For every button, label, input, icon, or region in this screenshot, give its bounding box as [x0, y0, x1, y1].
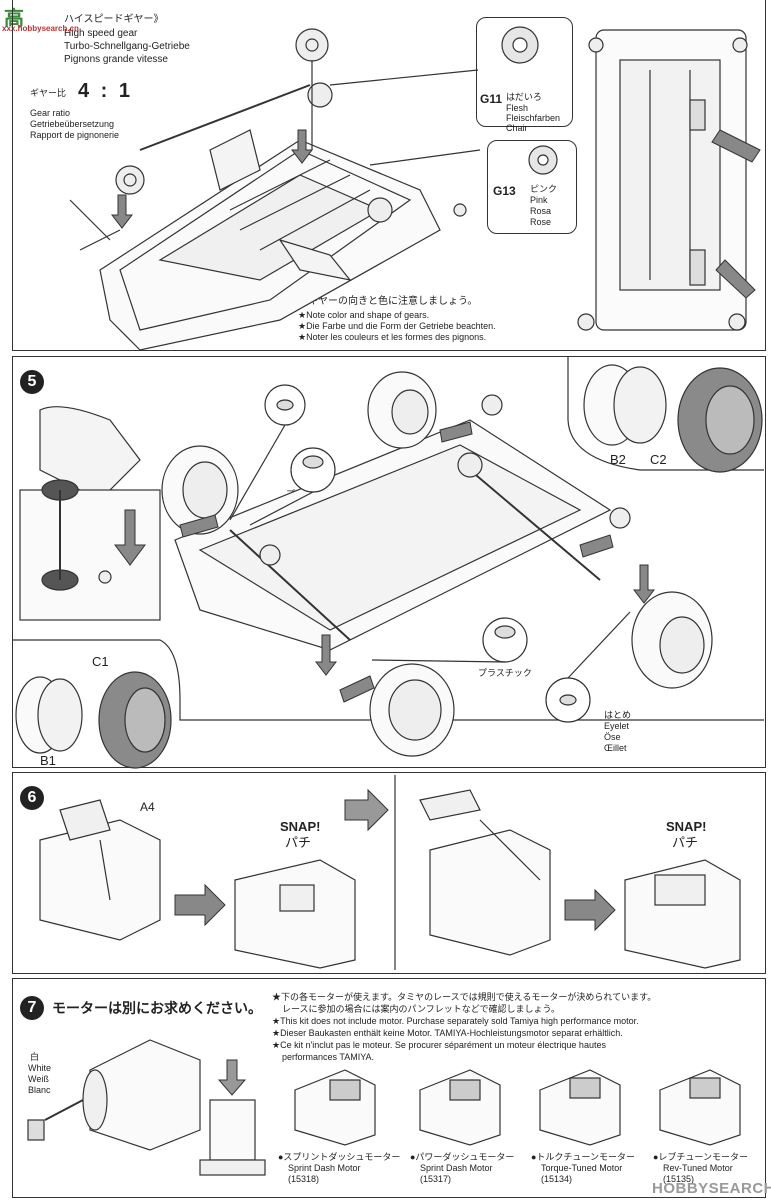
g13-de: Rosa [530, 206, 552, 216]
label-b2: B2 [610, 452, 626, 467]
step4-note-de: ★Die Farbe und die Form der Getriebe bea… [298, 321, 496, 331]
pachi-label-2: パチ [672, 835, 699, 850]
g11-jp: はだいろ [506, 92, 542, 102]
g13-jp: ピンク [530, 184, 558, 194]
motor-1-en: Sprint Dash Motor [420, 1163, 493, 1173]
step6-frame [12, 772, 766, 974]
label-eyelet-en: Eyelet [604, 721, 630, 731]
step7-title: モーターは別にお求めください。 [52, 1000, 262, 1016]
step4-heading-de: Turbo-Schnellgang-Getriebe [64, 41, 190, 52]
pachi-label-1: パチ [285, 835, 312, 850]
snap-label-2: SNAP! [666, 819, 707, 834]
step7-note-5: performances TAMIYA. [282, 1052, 375, 1062]
motor-2-code: (15134) [541, 1174, 573, 1184]
pinion-jp: 白 [30, 1052, 40, 1062]
watermark-site: xxx.hobbysearch.cn [2, 24, 79, 33]
gear-ratio-value: 4 : 1 [78, 80, 134, 102]
step4-frame [12, 0, 766, 351]
g13-fr: Rose [530, 217, 552, 227]
motor-3-en: Rev-Tuned Motor [663, 1163, 733, 1173]
motor-2-jp: ●トルクチューンモーター [531, 1152, 635, 1162]
pinion-fr: Blanc [28, 1085, 51, 1095]
step5-frame [12, 356, 766, 768]
step4-heading-jp: ハイスピードギヤー》 [64, 14, 164, 25]
g11-code: G11 [480, 92, 503, 106]
watermark-logo: 高 [4, 8, 24, 30]
gear-ratio-fr: Rapport de pignonerie [30, 130, 120, 140]
label-c1: C1 [92, 654, 109, 669]
gear-ratio-jp: ギヤー比 [30, 88, 67, 98]
step4-note-en: ★Note color and shape of gears. [298, 310, 430, 320]
step6-number: 6 [20, 786, 44, 810]
gear-ratio-en: Gear ratio [30, 108, 71, 118]
step4-note-fr: ★Noter les couleurs et les formes des pi… [298, 332, 487, 342]
step7-frame [12, 978, 766, 1198]
snap-label-1: SNAP! [280, 819, 321, 834]
label-eyelet-fr: Œillet [604, 743, 627, 753]
g11-en: Flesh [506, 103, 529, 113]
step7-number: 7 [20, 996, 44, 1020]
label-b1: B1 [40, 753, 56, 768]
pinion-en: White [28, 1063, 52, 1073]
step7-note-0: ★下の各モーターが使えます。タミヤのレースでは規則で使えるモーターが決められてい… [272, 992, 657, 1002]
motor-0-jp: ●スプリントダッシュモーター [278, 1152, 401, 1162]
label-plastic-bottom: プラスチック [478, 668, 532, 678]
g11-de: Fleischfarben [506, 113, 561, 123]
hobbysearch-watermark: HOBBYSEARCH [652, 1180, 771, 1197]
motor-0-en: Sprint Dash Motor [288, 1163, 361, 1173]
motor-1-code: (15317) [420, 1174, 452, 1184]
g11-fr: Chair [506, 123, 528, 133]
label-c2: C2 [650, 452, 667, 467]
motor-3-jp: ●レブチューンモーター [653, 1152, 748, 1162]
gear-ratio-de: Getriebeübersetzung [30, 119, 115, 129]
step4-heading-fr: Pignons grande vitesse [64, 54, 168, 65]
motor-1-jp: ●パワーダッシュモーター [410, 1152, 515, 1162]
step7-note-2: ★This kit does not include motor. Purcha… [272, 1016, 639, 1026]
label-a4: A4 [140, 800, 155, 814]
step4-heading-en: High speed gear [64, 28, 138, 39]
label-eyelet-jp: はとめ [604, 710, 632, 720]
step5-number: 5 [20, 370, 44, 394]
g13-code: G13 [493, 184, 516, 198]
g13-en: Pink [530, 195, 548, 205]
motor-0-code: (15318) [288, 1174, 320, 1184]
step4-note-jp: ★ギヤーの向きと色に注意しましょう。 [298, 296, 478, 307]
label-eyelet-de: Öse [604, 732, 621, 742]
step7-note-1: レースに参加の場合には案内のパンフレットなどで確認しましょう。 [282, 1004, 561, 1014]
step7-note-4: ★Ce kit n'inclut pas le moteur. Se procu… [272, 1040, 606, 1050]
step7-note-3: ★Dieser Baukasten enthält keine Motor. T… [272, 1028, 623, 1038]
pinion-de: Weiß [28, 1074, 49, 1084]
motor-2-en: Torque-Tuned Motor [541, 1163, 623, 1173]
motor-3-code: (15135) [663, 1174, 695, 1184]
